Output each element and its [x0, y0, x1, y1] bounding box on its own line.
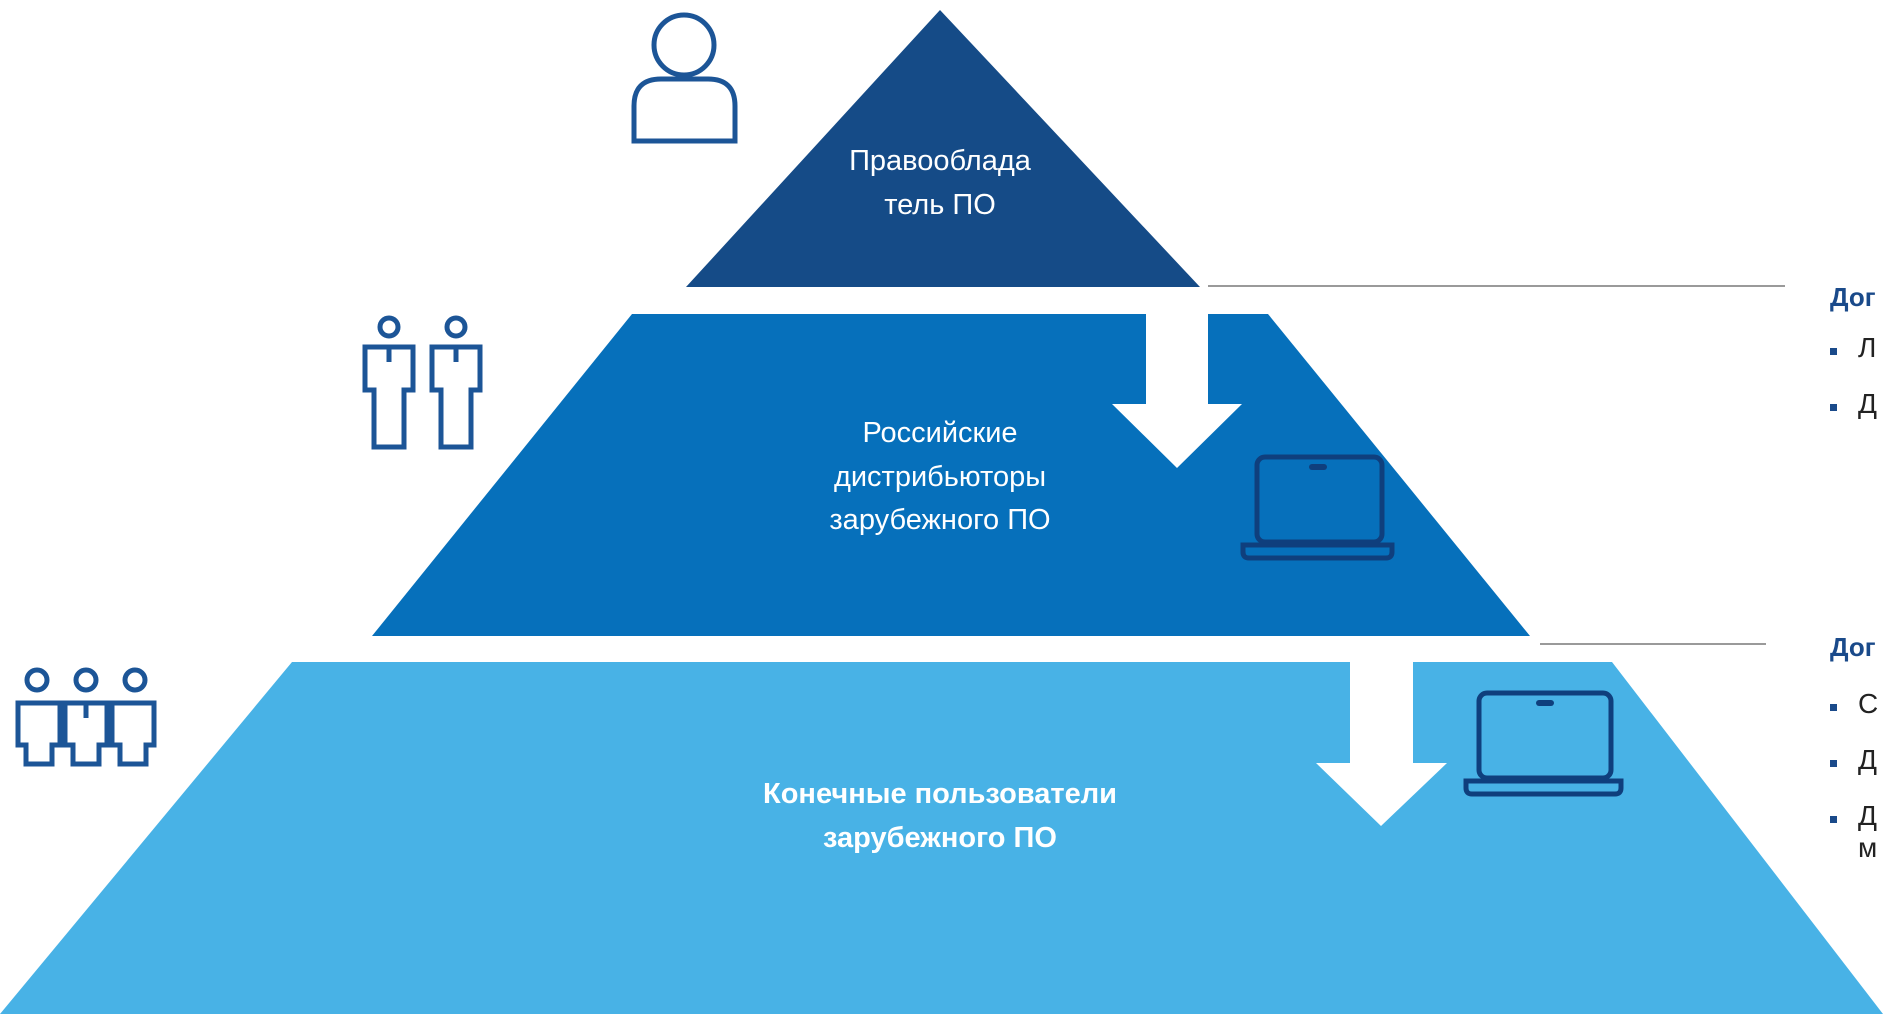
- tier-top-shape: [686, 10, 1200, 287]
- tier-bottom-label-line: зарубежного ПО: [823, 821, 1057, 854]
- contract-list: Л Д: [1830, 332, 1877, 444]
- laptop-icon: [1463, 690, 1624, 797]
- arrow-down-icon: [1112, 287, 1242, 468]
- person-icon: [631, 12, 738, 144]
- arrow-down-icon: [1316, 662, 1447, 826]
- contract-list-item: Д: [1830, 744, 1878, 800]
- tier-bottom-label-line: Конечные пользователи: [763, 778, 1117, 810]
- contract-title: Дог: [1830, 632, 1876, 662]
- tier-middle-shape: [372, 314, 1530, 636]
- contract-list-item-text: Д: [1858, 800, 1877, 831]
- three-people-icon: [15, 667, 157, 767]
- tier-top-label-line: тель ПО: [884, 188, 996, 221]
- tier-middle-label-line: дистрибьюторы: [833, 460, 1047, 493]
- contract-list-item: Д: [1830, 388, 1877, 444]
- tier-top-label: Правообладa тель ПО: [800, 140, 1080, 227]
- tier-top-label-line: Правообладa: [849, 145, 1031, 177]
- contract-list-item-continuation: м: [1858, 832, 1878, 863]
- contract-title: Дог: [1830, 282, 1876, 312]
- contract-list-item: С: [1830, 688, 1878, 744]
- contract-list-item: Л: [1830, 332, 1877, 388]
- contract-list: С Д Д м: [1830, 688, 1878, 870]
- contract-list-item: Д м: [1830, 800, 1878, 870]
- tier-bottom-label: Конечные пользователи зарубежного ПО: [700, 773, 1180, 860]
- laptop-icon: [1240, 454, 1395, 561]
- tier-middle-label-line: зарубежного ПО: [829, 504, 1051, 536]
- tier-middle-label: Российские дистрибьюторы зарубежного ПО: [770, 412, 1110, 543]
- tier-middle-label-line: Российские: [862, 417, 1018, 449]
- two-people-icon: [362, 315, 483, 450]
